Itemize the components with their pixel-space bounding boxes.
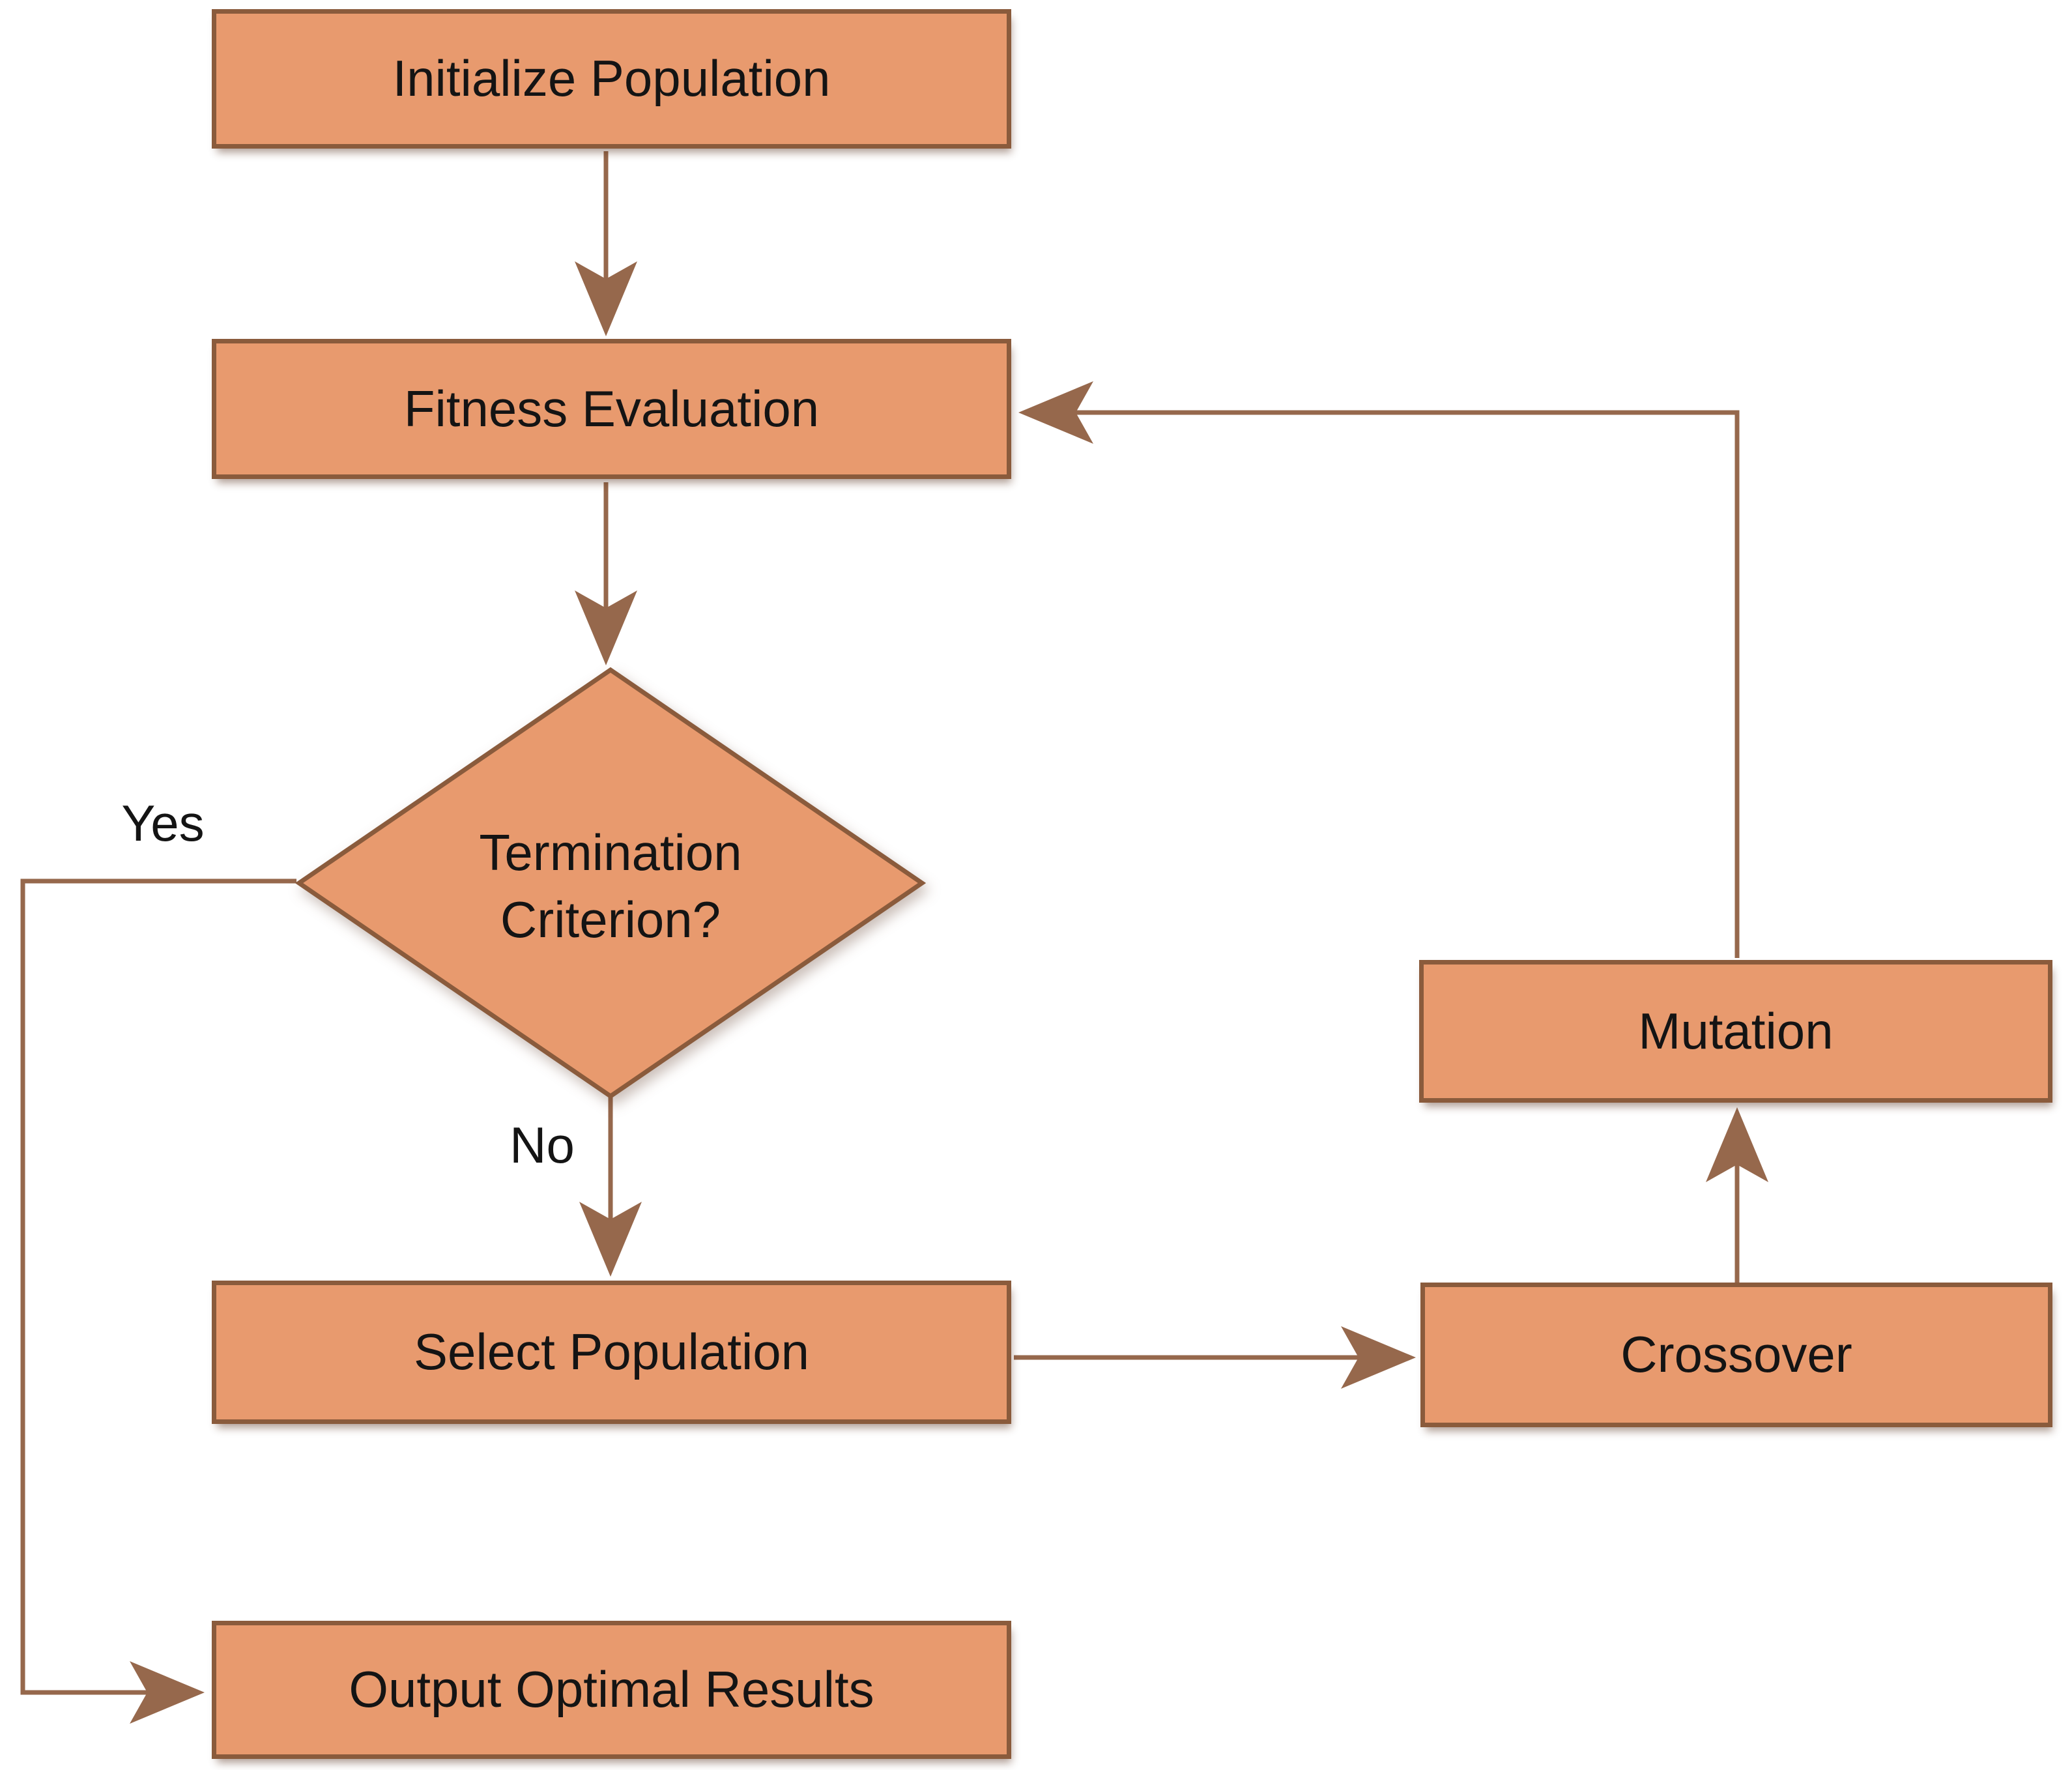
node-mutation-label: Mutation	[1638, 1002, 1834, 1060]
edge-mutation-to-fitness	[1018, 381, 1740, 958]
edge-label-yes: Yes	[121, 794, 205, 852]
node-crossover: Crossover	[1420, 1283, 2052, 1427]
node-initialize-population: Initialize Population	[212, 9, 1011, 149]
termination-label-line2: Criterion?	[500, 891, 721, 948]
edge-termination-yes-to-output	[20, 878, 296, 1724]
termination-label-line1: Termination	[479, 824, 742, 882]
node-select-population-label: Select Population	[413, 1323, 810, 1381]
node-mutation: Mutation	[1419, 960, 2052, 1103]
node-output-optimal-results: Output Optimal Results	[212, 1621, 1011, 1759]
edge-label-no: No	[510, 1116, 575, 1174]
node-output-optimal-results-label: Output Optimal Results	[349, 1661, 874, 1719]
node-select-population: Select Population	[212, 1281, 1011, 1424]
node-fitness-evaluation: Fitness Evaluation	[212, 339, 1011, 479]
node-initialize-population-label: Initialize Population	[392, 50, 831, 108]
node-termination-criterion-label: Termination Criterion?	[350, 792, 871, 981]
node-fitness-evaluation-label: Fitness Evaluation	[403, 379, 820, 437]
node-termination-diamond	[295, 667, 927, 1099]
node-crossover-label: Crossover	[1620, 1326, 1852, 1384]
